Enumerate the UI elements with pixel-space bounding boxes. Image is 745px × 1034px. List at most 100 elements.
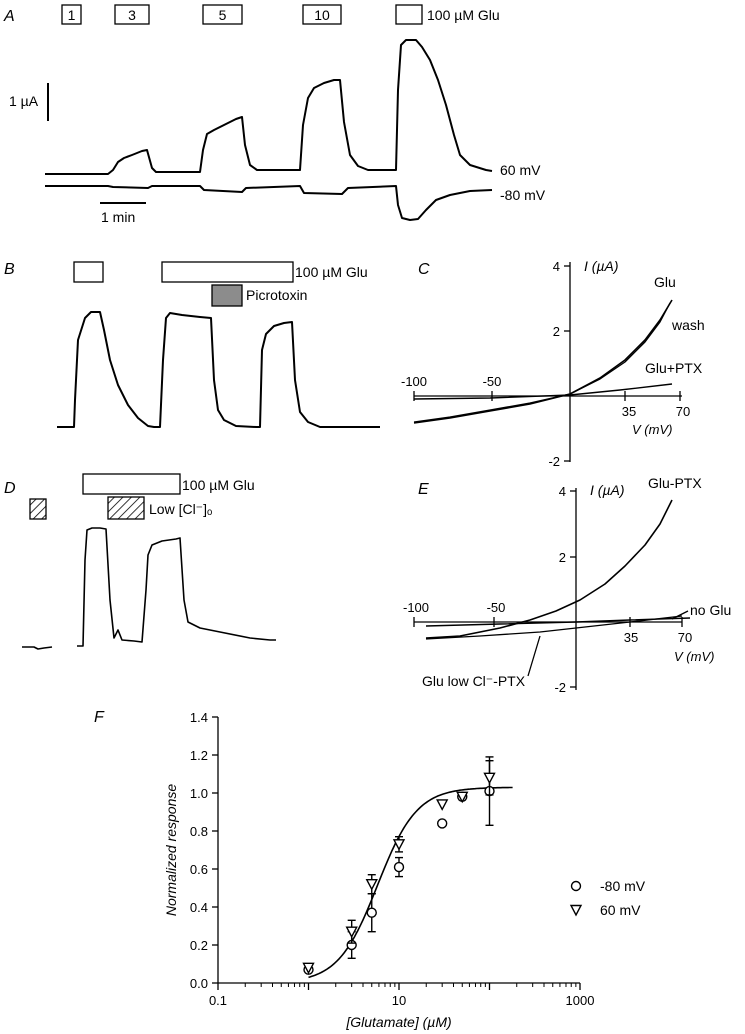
hill-fit-curve bbox=[308, 786, 513, 979]
panel-b-glu-label: 100 µM Glu bbox=[295, 264, 368, 280]
panel-d-low-cl-label: Low [Cl⁻]ₒ bbox=[149, 501, 212, 517]
point-triangle bbox=[456, 791, 469, 804]
panel-c-ytick-label-neg2: -2 bbox=[548, 454, 560, 469]
x-tick-label: 10 bbox=[392, 993, 406, 1008]
picrotoxin-label: Picrotoxin bbox=[246, 287, 307, 303]
panel-c-xtick-label-35: 35 bbox=[622, 404, 636, 419]
panel-e-no-glu-label: no Glu bbox=[690, 602, 731, 618]
y-tick-label: 0.4 bbox=[190, 900, 208, 915]
panel-c-xtick-label-70: 70 bbox=[676, 404, 690, 419]
panel-c-curve-wash bbox=[413, 302, 671, 423]
panel-d-trace bbox=[77, 527, 276, 647]
panel-e-ytick-label-neg2: -2 bbox=[554, 680, 566, 695]
chart-axes: 0.0 0.2 0.4 0.6 0.8 1.0 1.2 1.4 0.1 10 1000 Normali… bbox=[163, 710, 594, 1030]
x-tick-label: 0.1 bbox=[209, 993, 227, 1008]
legend-marker bbox=[570, 880, 582, 892]
panel-e-y-title: I (µA) bbox=[590, 482, 625, 498]
point-triangle bbox=[436, 799, 449, 811]
box-10 bbox=[302, 4, 342, 25]
panel-c-label: C bbox=[418, 261, 430, 278]
legend-label: 60 mV bbox=[600, 902, 641, 918]
trace-minus80mv bbox=[45, 185, 493, 221]
point-triangle bbox=[392, 839, 406, 851]
point-circle bbox=[393, 861, 405, 873]
panel-e-curve-glu-ptx bbox=[425, 499, 673, 639]
trace-minus80mv-label: -80 mV bbox=[500, 187, 546, 203]
panel-d-trace-pre bbox=[22, 646, 53, 650]
panel-e-axes bbox=[413, 488, 683, 690]
panel-c-ytick-label-4: 4 bbox=[553, 259, 560, 274]
box-10-label: 10 bbox=[314, 7, 330, 23]
data-points-group bbox=[302, 756, 496, 975]
current-scale-label: 1 µA bbox=[9, 93, 39, 109]
panel-c-wash-label: wash bbox=[671, 317, 705, 333]
panel-c-xtick-label-neg50: -50 bbox=[483, 374, 502, 389]
panel-b-glu-box-long bbox=[161, 261, 294, 283]
box-5-label: 5 bbox=[219, 7, 227, 23]
box-100 bbox=[395, 4, 423, 25]
box-1-label: 1 bbox=[68, 7, 76, 23]
panel-a-glu-label: 100 µM Glu bbox=[427, 7, 500, 23]
panel-c-glu-label: Glu bbox=[654, 274, 676, 290]
fit-curve-group bbox=[308, 786, 513, 979]
panel-e-ytick-label-4: 4 bbox=[559, 484, 566, 499]
point-circle bbox=[436, 818, 448, 829]
panel-b-label: B bbox=[4, 261, 15, 278]
panel-d-glu-label: 100 µM Glu bbox=[182, 477, 255, 493]
panel-c-glu-ptx-label: Glu+PTX bbox=[645, 360, 703, 376]
point-triangle bbox=[365, 879, 378, 891]
panel-c-curve-glu-ptx bbox=[413, 383, 673, 400]
panel-e-glu-ptx-label: Glu-PTX bbox=[648, 475, 702, 491]
y-tick-label: 1.0 bbox=[190, 786, 208, 801]
box-5 bbox=[202, 4, 243, 25]
panel-e-x-title: V (mV) bbox=[674, 649, 714, 664]
panel-e-xtick-label-70: 70 bbox=[678, 630, 692, 645]
panel-c-x-title: V (mV) bbox=[632, 422, 672, 437]
y-tick-label: 0.8 bbox=[190, 824, 208, 839]
y-tick-label: 0.0 bbox=[190, 976, 208, 991]
panel-c-y-title: I (µA) bbox=[584, 258, 619, 274]
y-tick-label: 1.4 bbox=[190, 710, 208, 725]
panel-d-glu-box bbox=[82, 473, 181, 495]
panel-c-xtick-label-neg100: -100 bbox=[401, 374, 427, 389]
chart-legend: -80 mV 60 mV bbox=[569, 878, 646, 918]
y-axis-title: Normalized response bbox=[163, 784, 179, 916]
point-triangle bbox=[345, 926, 358, 939]
picrotoxin-bar bbox=[211, 284, 243, 307]
panel-e-xtick-label-neg100: -100 bbox=[403, 600, 429, 615]
point-circle bbox=[366, 907, 377, 918]
panel-e-no-glu-pointer bbox=[671, 610, 689, 620]
panel-e-low-cl-pointer bbox=[527, 635, 541, 677]
panel-e-ytick-label-2: 2 bbox=[559, 550, 566, 565]
legend-marker bbox=[569, 904, 583, 917]
panel-f-label: F bbox=[94, 709, 105, 726]
legend-label: -80 mV bbox=[600, 878, 646, 894]
panel-a-label: A bbox=[3, 8, 15, 25]
dose-response-chart: 0.0 0.2 0.4 0.6 0.8 1.0 1.2 1.4 0.1 10 1000 Normali… bbox=[163, 710, 646, 1030]
panel-d-low-cl-box bbox=[107, 496, 145, 520]
y-tick-label: 0.6 bbox=[190, 862, 208, 877]
panel-c-ytick-label-2: 2 bbox=[553, 324, 560, 339]
panel-d-low-cl-box-small bbox=[29, 498, 47, 520]
box-3-label: 3 bbox=[128, 7, 136, 23]
point-triangle bbox=[302, 962, 315, 975]
trace-60mv-label: 60 mV bbox=[500, 162, 541, 178]
panel-b-glu-box-short bbox=[73, 261, 104, 283]
x-axis-title: [Glutamate] (µM) bbox=[345, 1014, 451, 1030]
time-scale-label: 1 min bbox=[101, 209, 135, 225]
panel-e-glu-low-cl-label: Glu low Cl⁻-PTX bbox=[422, 673, 526, 689]
panel-e-label: E bbox=[418, 481, 429, 498]
panel-e-xtick-label-neg50: -50 bbox=[487, 600, 506, 615]
panel-d-label: D bbox=[4, 480, 16, 497]
x-tick-label: 1000 bbox=[566, 993, 595, 1008]
trace-60mv bbox=[45, 39, 493, 175]
box-3 bbox=[114, 4, 150, 25]
y-tick-label: 1.2 bbox=[190, 748, 208, 763]
panel-e-xtick-label-35: 35 bbox=[624, 630, 638, 645]
y-tick-label: 0.2 bbox=[190, 938, 208, 953]
panel-a-concentration-boxes: 1 3 5 10 100 µM Glu bbox=[61, 4, 500, 25]
box-1 bbox=[61, 4, 82, 25]
panel-e-curve-glu-low-cl bbox=[425, 615, 683, 640]
panel-b-trace bbox=[57, 311, 380, 428]
